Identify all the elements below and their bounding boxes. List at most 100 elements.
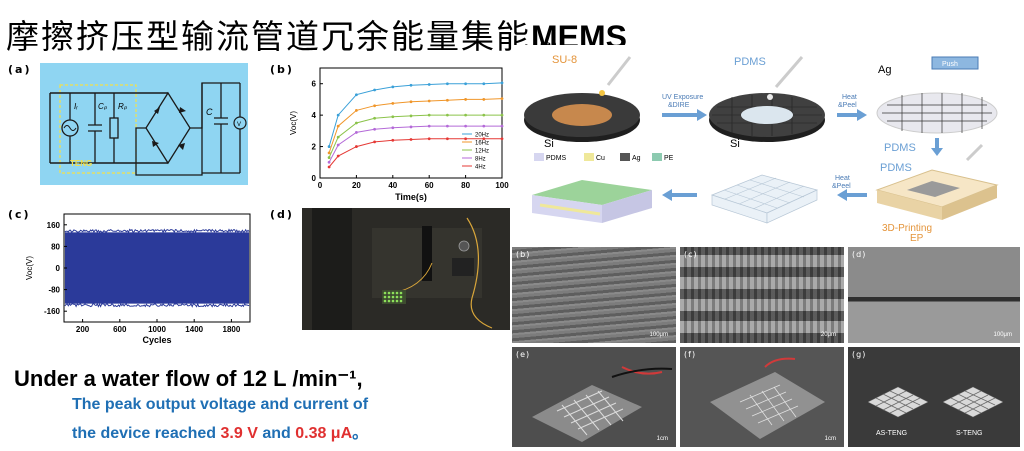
data-point	[337, 136, 340, 139]
label-c: C	[206, 107, 213, 117]
label-heat-2: Heat	[835, 175, 850, 182]
label-as-teng: AS-TENG	[876, 430, 907, 437]
summary-pre: the device reached	[72, 425, 221, 442]
x-tick-label: 0	[318, 181, 323, 190]
data-point	[355, 145, 358, 148]
x-tick-label: 20	[352, 181, 361, 190]
y-axis-label: Voc(V)	[25, 256, 34, 280]
peak-current-value: 0.38 μA	[295, 425, 352, 442]
signal-upper-edge	[65, 229, 249, 232]
teng-label: TENG	[70, 159, 92, 168]
sem-label-b: (b)	[516, 250, 530, 259]
title-chinese: 摩擦挤压型输流管道冗余能量集能	[6, 17, 531, 56]
data-point	[391, 115, 394, 118]
data-point	[464, 82, 467, 85]
data-point	[328, 166, 331, 169]
label-peel-1: &Peel	[838, 102, 857, 109]
data-point	[355, 93, 358, 96]
data-point	[410, 115, 413, 118]
flow-rate-text: Under a water flow of 12 L /min⁻¹,	[14, 366, 363, 392]
data-point	[464, 114, 467, 117]
data-point	[373, 117, 376, 120]
label-uv-exposure: UV Exposure	[662, 94, 703, 101]
fabrication-process-diagram: SU-8 PDMS Ag Push Si Si UV Exposure &DIR…	[512, 45, 1020, 243]
bridge-rectifier-icon	[146, 93, 190, 163]
legend-pe: PE	[664, 155, 674, 162]
sem-image-c: (c) 20μm	[680, 247, 844, 343]
data-point	[464, 137, 467, 140]
label-v: V	[237, 122, 241, 128]
data-point	[501, 97, 504, 100]
data-point	[373, 128, 376, 131]
data-point	[337, 114, 340, 117]
label-push: Push	[942, 61, 958, 68]
data-point	[337, 144, 340, 147]
label-ir: Iᵣ	[74, 102, 78, 111]
data-point	[355, 131, 358, 134]
data-point	[337, 125, 340, 128]
sem-scale-c: 20μm	[821, 332, 836, 338]
capacitor-c-icon	[214, 83, 228, 173]
data-point	[410, 100, 413, 103]
x-axis-label: Cycles	[142, 335, 171, 345]
data-point	[446, 99, 449, 102]
legend-entry: 4Hz	[475, 165, 486, 171]
data-point	[410, 138, 413, 141]
y-tick-label: 160	[47, 221, 61, 230]
data-point	[482, 125, 485, 128]
data-point	[428, 100, 431, 103]
legend-entry: 16Hz	[475, 141, 489, 147]
photo-scale-f: 1cm	[825, 436, 836, 442]
y-tick-label: 0	[312, 174, 317, 183]
legend-entry: 8Hz	[475, 157, 486, 163]
chart-voc-cycles: 200600100014001800160800-80-160CyclesVoc…	[20, 210, 260, 345]
sem-label-c: (c)	[684, 250, 698, 259]
data-point	[482, 137, 485, 140]
y-tick-label: 6	[312, 80, 317, 89]
data-point	[482, 82, 485, 85]
resistor-icon	[110, 118, 118, 138]
data-point	[355, 122, 358, 125]
signal-band	[65, 232, 249, 303]
x-tick-label: 80	[461, 181, 470, 190]
summary-text-line1: The peak output voltage and current of	[72, 396, 368, 414]
x-tick-label: 40	[388, 181, 397, 190]
data-point	[337, 155, 340, 158]
legend-cu: Cu	[596, 155, 605, 162]
label-rp: Rₚ	[118, 102, 128, 111]
legend-pdms: PDMS	[546, 155, 567, 162]
data-point	[328, 151, 331, 154]
x-tick-label: 600	[113, 325, 127, 334]
panel-label-d: (d)	[270, 208, 294, 221]
sem-image-d: (d) 100μm	[848, 247, 1020, 343]
label-si-2: Si	[730, 138, 740, 150]
data-point	[328, 145, 331, 148]
y-tick-label: -80	[48, 286, 60, 295]
data-point	[446, 125, 449, 128]
summary-mid: and	[258, 425, 295, 442]
x-tick-label: 100	[495, 181, 509, 190]
summary-text-line2: the device reached 3.9 V and 0.38 μA。	[72, 419, 368, 443]
label-uv-dire: &DIRE	[668, 102, 690, 109]
legend-ag: Ag	[632, 155, 641, 162]
data-point	[391, 85, 394, 88]
data-point	[328, 156, 331, 159]
sem-scale-d: 100μm	[994, 332, 1012, 338]
data-point	[501, 82, 504, 85]
x-tick-label: 200	[76, 325, 90, 334]
sem-label-d: (d)	[852, 250, 866, 259]
data-point	[464, 125, 467, 128]
legend-entry: 12Hz	[475, 149, 489, 155]
label-cp: Cₚ	[98, 102, 108, 111]
data-point	[428, 114, 431, 117]
data-point	[410, 126, 413, 129]
data-point	[428, 125, 431, 128]
data-point	[355, 109, 358, 112]
label-peel-2: &Peel	[832, 183, 851, 190]
y-axis-label: Voc(V)	[289, 111, 298, 135]
x-tick-label: 60	[425, 181, 434, 190]
photo-image-e: (e) 1cm	[512, 347, 676, 447]
data-point	[446, 82, 449, 85]
label-si-1: Si	[544, 138, 554, 150]
label-su8: SU-8	[552, 54, 577, 66]
